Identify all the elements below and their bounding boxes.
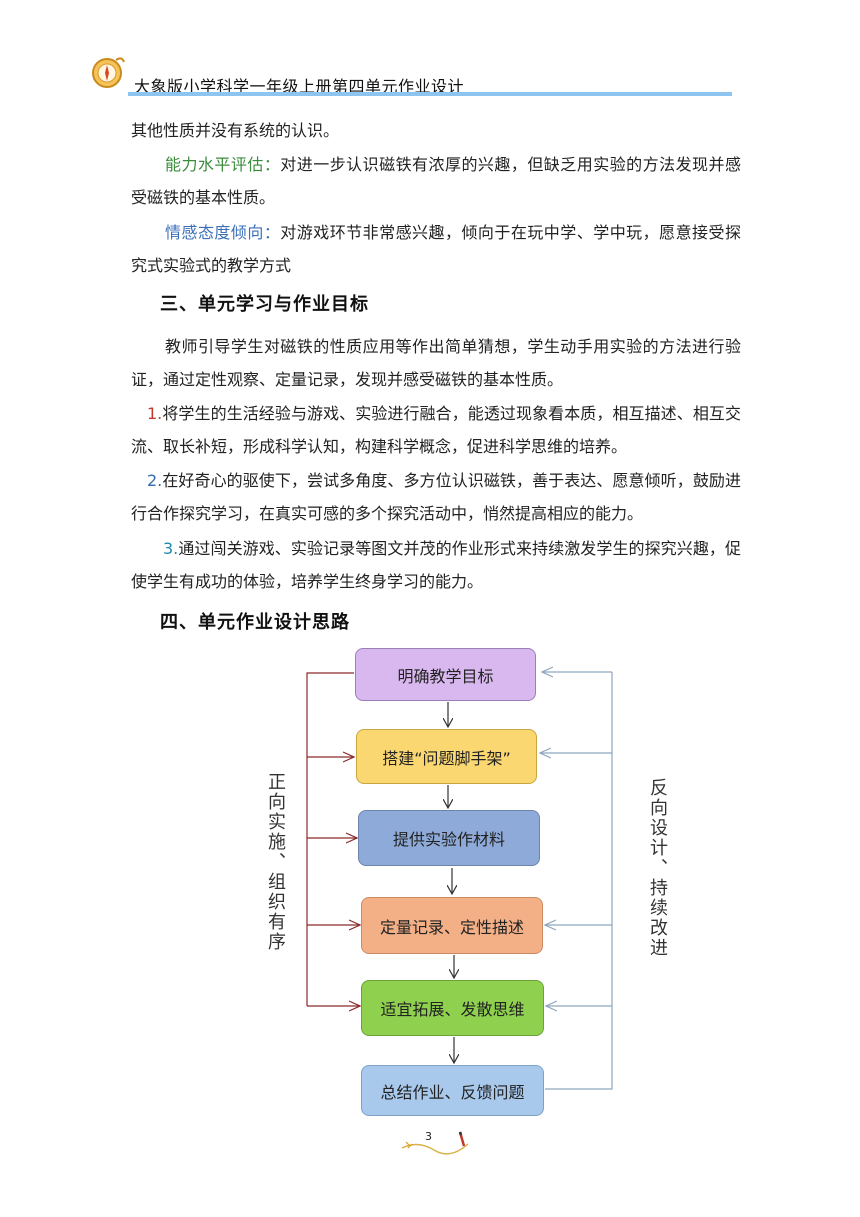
goal-item-1: 1.将学生的生活经验与游戏、实验进行融合，能透过现象看本质，相互描述、相互交流、… [131,397,741,463]
reverse-design-label: 反向设计、持续改进 [647,778,668,958]
section3-heading: 三、单元学习与作业目标 [160,294,369,315]
compass-logo-icon [92,57,125,88]
flow-step-label: 提供实验作材料 [392,830,505,849]
flow-step-5: 适宜拓展、发散思维 [361,980,544,1036]
emotion-text: 对游戏环节非常感兴趣，倾向于在玩中学、学中玩，愿意接受探究式实验式的教学方式 [131,223,741,275]
flow-step-4: 定量记录、定性描述 [361,897,543,954]
flow-step-1: 明确教学目标 [355,648,536,701]
right-bracket-line [545,672,613,1090]
paragraph-emotion: 情感态度倾向：对游戏环节非常感兴趣，倾向于在玩中学、学中玩，愿意接受探究式实验式… [131,216,741,282]
left-bracket-line [306,672,354,1006]
goal-text: 将学生的生活经验与游戏、实验进行融合，能透过现象看本质，相互描述、相互交流、取长… [131,404,741,456]
flow-step-6: 总结作业、反馈问题 [361,1065,544,1116]
ability-label: 能力水平评估： [165,155,281,174]
header-title: 大象版小学科学一年级上册第四单元作业设计 [134,77,465,96]
section4-heading: 四、单元作业设计思路 [160,612,350,633]
goal-text: 通过闯关游戏、实验记录等图文并茂的作业形式来持续激发学生的探究兴趣，促使学生有成… [131,539,741,591]
goal-number: 2. [147,471,163,490]
flow-step-label: 适宜拓展、发散思维 [380,1000,525,1019]
flow-step-3: 提供实验作材料 [358,810,540,866]
page-number: 3 [425,1130,432,1143]
goal-number: 1. [147,404,163,423]
header-divider [128,92,732,96]
paragraph-text: 其他性质并没有系统的认识。 [131,121,340,140]
page-decoration-icon [401,1131,469,1155]
flow-step-label: 明确教学目标 [397,666,494,686]
paragraph-ability: 能力水平评估：对进一步认识磁铁有浓厚的兴趣，但缺乏用实验的方法发现并感受磁铁的基… [131,148,741,214]
goal-number: 3. [163,539,179,558]
ability-text: 对进一步认识磁铁有浓厚的兴趣，但缺乏用实验的方法发现并感受磁铁的基本性质。 [131,155,741,207]
paragraph-other-properties: 其他性质并没有系统的认识。 [131,114,741,147]
flow-step-2: 搭建“问题脚手架” [356,729,537,784]
flow-step-label: 搭建“问题脚手架” [382,748,511,768]
goal-item-3: 3.通过闯关游戏、实验记录等图文并茂的作业形式来持续激发学生的探究兴趣，促使学生… [131,532,741,598]
section3-intro: 教师引导学生对磁铁的性质应用等作出简单猜想，学生动手用实验的方法进行验证，通过定… [131,337,741,389]
goal-item-2: 2.在好奇心的驱使下，尝试多角度、多方位认识磁铁，善于表达、愿意倾听，鼓励进行合… [131,464,741,530]
flow-step-label: 总结作业、反馈问题 [380,1082,525,1102]
flow-step-label: 定量记录、定性描述 [379,917,524,937]
forward-implementation-label: 正向实施、组织有序 [265,772,286,952]
goal-text: 在好奇心的驱使下，尝试多角度、多方位认识磁铁，善于表达、愿意倾听，鼓励进行合作探… [131,471,741,523]
emotion-label: 情感态度倾向： [165,223,281,242]
